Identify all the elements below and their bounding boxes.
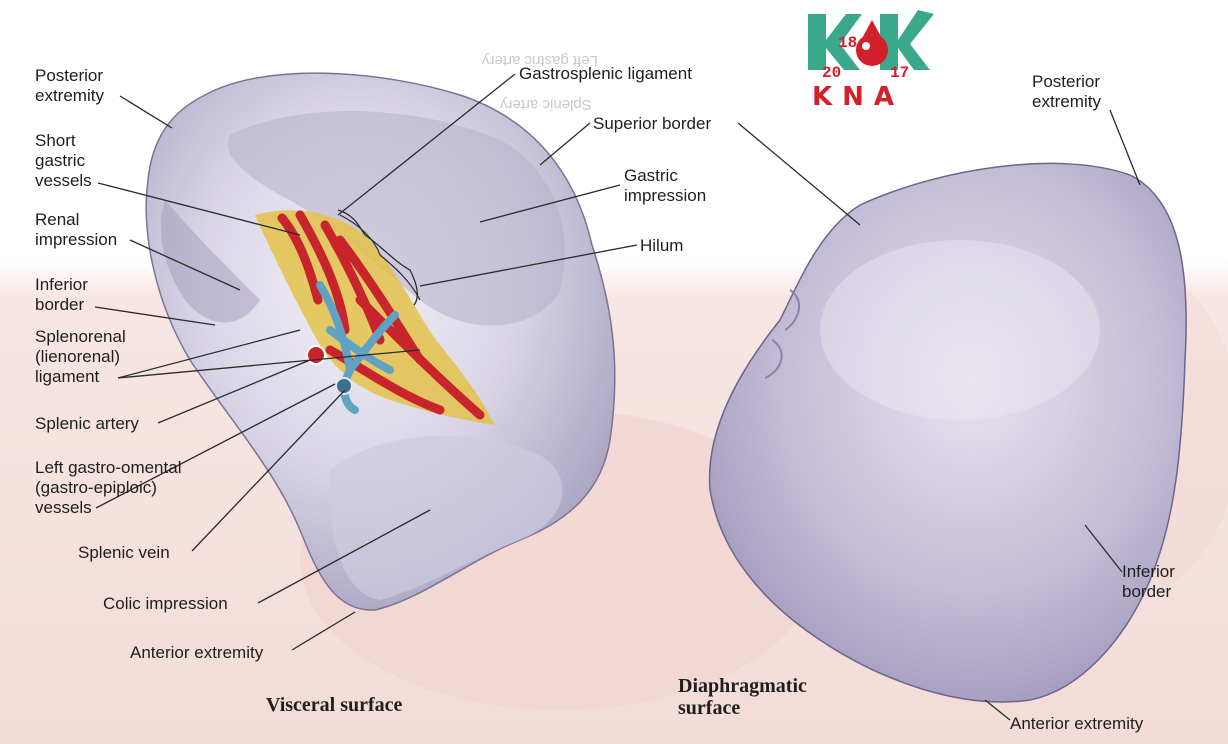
- caption-visceral-surface: Visceral surface: [266, 694, 402, 716]
- diaphragmatic-highlight: [820, 240, 1100, 420]
- logo-wordmark: KNA: [812, 82, 904, 112]
- label-anterior-extremity-right: Anterior extremity: [1010, 714, 1143, 734]
- label-left-gastro-omental-vessels: Left gastro-omental (gastro-epiploic) ve…: [35, 458, 181, 518]
- label-splenorenal-ligament: Splenorenal (lienorenal) ligament: [35, 327, 126, 387]
- label-short-gastric-vessels: Short gastric vessels: [35, 131, 92, 191]
- logo-number-left: 20: [822, 64, 841, 82]
- caption-diaphragmatic-surface: Diaphragmatic surface: [678, 675, 807, 719]
- label-splenic-artery: Splenic artery: [35, 414, 139, 434]
- label-posterior-extremity-left: Posterior extremity: [35, 66, 104, 106]
- kna-logo: 18 20 17 KNA: [800, 6, 940, 112]
- label-renal-impression: Renal impression: [35, 210, 117, 250]
- label-splenic-vein: Splenic vein: [78, 543, 170, 563]
- label-colic-impression: Colic impression: [103, 594, 228, 614]
- logo-number-right: 17: [890, 64, 909, 82]
- label-posterior-extremity-right: Posterior extremity: [1032, 72, 1101, 112]
- label-inferior-border-right: Inferior border: [1122, 562, 1175, 602]
- label-inferior-border-left: Inferior border: [35, 275, 88, 315]
- logo-drop-shine: [862, 42, 870, 50]
- label-gastrosplenic-ligament: Gastrosplenic ligament: [519, 64, 692, 84]
- label-hilum: Hilum: [640, 236, 683, 256]
- background-label: Splenic artery: [500, 96, 592, 113]
- logo-number-top: 18: [838, 34, 857, 52]
- label-gastric-impression: Gastric impression: [624, 166, 706, 206]
- splenic-artery-cut: [307, 346, 325, 364]
- logo-green-k-right: [880, 10, 934, 70]
- label-superior-border-left: Superior border: [593, 114, 711, 134]
- label-anterior-extremity-left: Anterior extremity: [130, 643, 263, 663]
